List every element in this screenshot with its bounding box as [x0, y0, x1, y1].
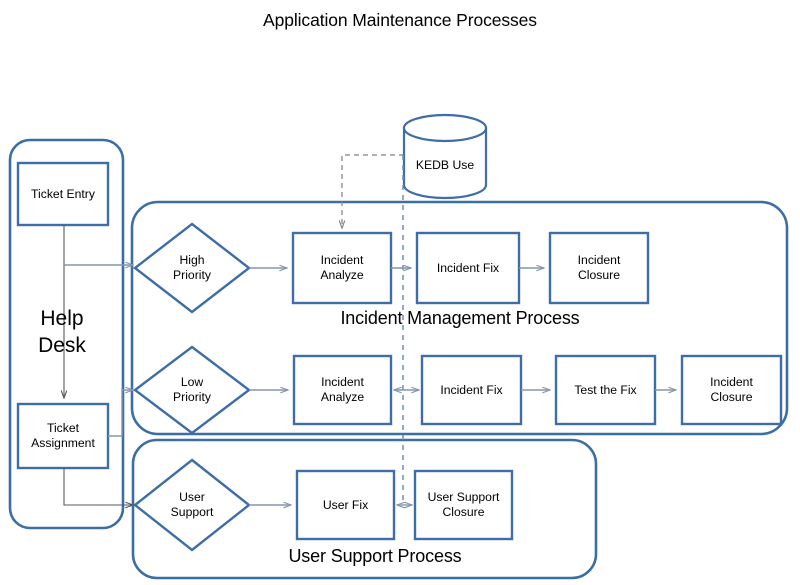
connector-assignment-to-low-priority	[108, 390, 133, 437]
node-user-support-closure[interactable]	[413, 469, 514, 541]
node-incident-fix-low[interactable]	[420, 354, 523, 426]
node-incident-closure-high[interactable]	[548, 231, 650, 305]
node-user-fix[interactable]	[295, 469, 396, 541]
decision-user-support[interactable]	[133, 458, 251, 552]
node-incident-analyze-low[interactable]	[292, 354, 393, 426]
node-ticket-entry[interactable]	[16, 161, 110, 227]
panel-help-desk	[8, 138, 125, 530]
decision-low-priority[interactable]	[133, 345, 251, 435]
node-incident-closure-low[interactable]	[680, 354, 783, 426]
panel-incident-management	[130, 200, 789, 436]
panel-user-support	[131, 438, 598, 580]
decision-high-priority[interactable]	[133, 222, 251, 314]
database-kedb-use[interactable]	[402, 113, 488, 200]
connector-kedb-to-incident-analyze	[342, 154, 404, 228]
node-ticket-assignment[interactable]	[16, 402, 110, 470]
node-test-the-fix[interactable]	[554, 354, 657, 426]
connector-assignment-to-user-support	[63, 468, 133, 505]
node-incident-analyze-high[interactable]	[291, 231, 393, 305]
node-incident-fix-high[interactable]	[415, 231, 521, 305]
